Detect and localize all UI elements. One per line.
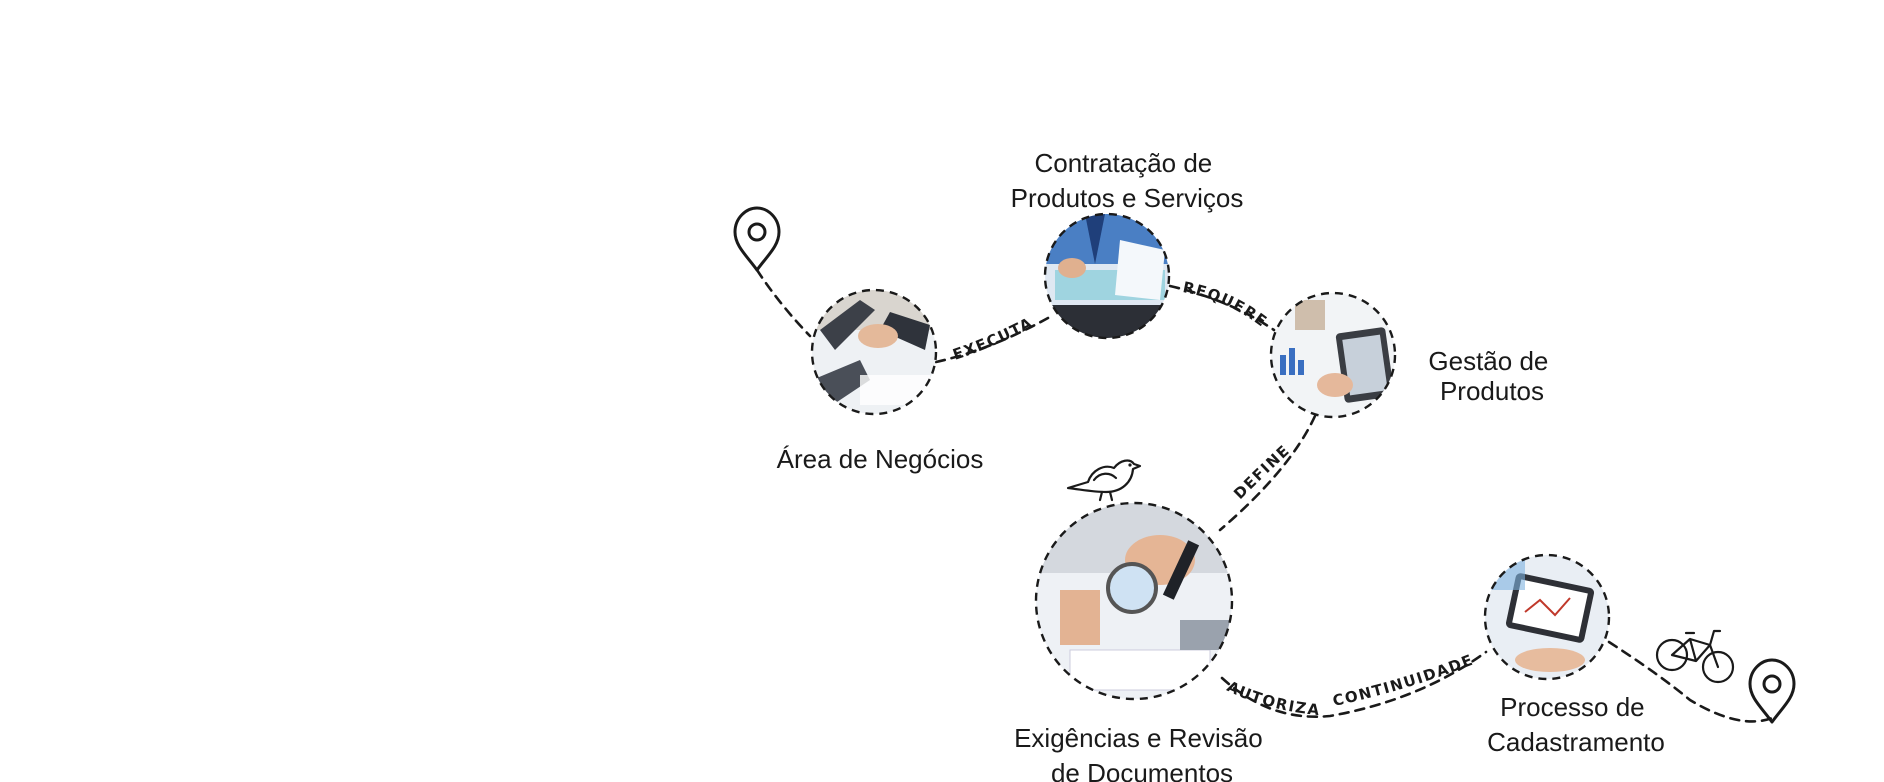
node-label-processo: Processo de Cadastramento <box>1487 692 1665 757</box>
map-pin-icon <box>733 206 781 272</box>
route-segment-continuidade <box>1220 650 1488 718</box>
tablet-charts-photo <box>1271 293 1395 417</box>
connector-label-continuidade: CONTINUIDADE <box>1331 651 1476 710</box>
bicycle-icon <box>1655 629 1735 684</box>
node-processo <box>1483 553 1611 681</box>
connector-label-define: DEFINE <box>1230 441 1293 503</box>
node-label-exigencias: Exigências e Revisão de Documentos <box>1014 723 1270 782</box>
handshake-photo <box>812 290 936 414</box>
node-area-negocios <box>810 288 938 416</box>
node-contratacao <box>1043 212 1171 340</box>
tablet-data-photo <box>1485 555 1609 679</box>
connector-label-autoriza: AUTORIZA <box>1224 677 1321 719</box>
route-segment-executa <box>934 316 1050 364</box>
node-label-gestao: Gestão de Produtos <box>1428 346 1555 406</box>
node-label-contratacao: Contratação de Produtos e Serviços <box>1011 148 1244 213</box>
route-segment-define <box>1218 414 1317 532</box>
bird-icon <box>1066 459 1142 502</box>
route-segment-requere <box>1168 284 1276 332</box>
node-exigencias <box>1034 501 1234 701</box>
connector-label-executa: EXECUTA <box>950 313 1036 363</box>
map-pin-icon <box>1748 658 1796 724</box>
node-gestao <box>1269 291 1397 419</box>
route-segment-end <box>1607 640 1774 723</box>
route-segment-start <box>755 268 812 338</box>
node-label-area-negocios: Área de Negócios <box>777 444 984 474</box>
connector-label-requere: REQUERE <box>1181 278 1271 331</box>
route <box>755 268 1774 723</box>
